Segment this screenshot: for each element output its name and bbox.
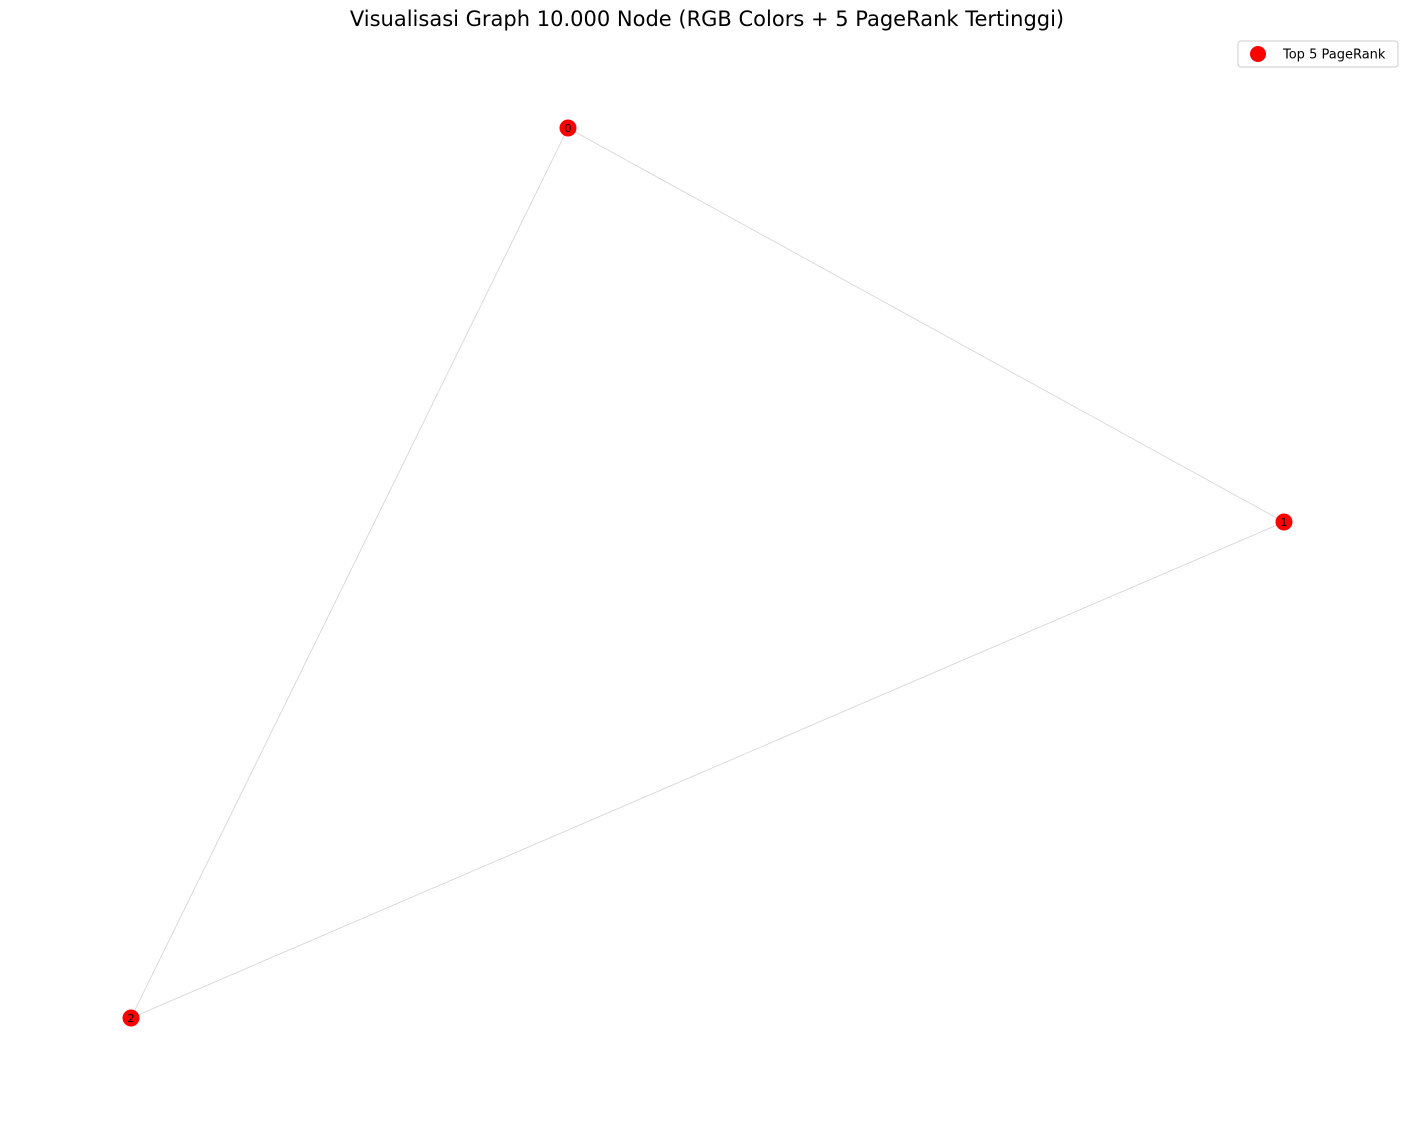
chart-title: Visualisasi Graph 10.000 Node (RGB Color… (350, 7, 1064, 31)
graph-edge-1-2 (130, 521, 1285, 1019)
graph-edge-0-2 (130, 127, 569, 1019)
node-layer: 0 1 2 (122, 119, 1293, 1027)
graph-node-label-1: 1 (1281, 516, 1288, 529)
graph-node-label-0: 0 (565, 122, 572, 135)
legend-frame (1237, 40, 1399, 68)
graph-node-label-2: 2 (128, 1012, 135, 1025)
legend: Top 5 PageRank (1237, 40, 1399, 68)
graph-edge-0-1 (567, 127, 1285, 523)
legend-label: Top 5 PageRank (1282, 48, 1386, 63)
edge-layer (130, 127, 1285, 1019)
graph-node-0 (559, 119, 577, 137)
legend-marker (1250, 46, 1266, 62)
graph-node-1 (1275, 513, 1293, 531)
graph-node-2 (122, 1009, 140, 1027)
